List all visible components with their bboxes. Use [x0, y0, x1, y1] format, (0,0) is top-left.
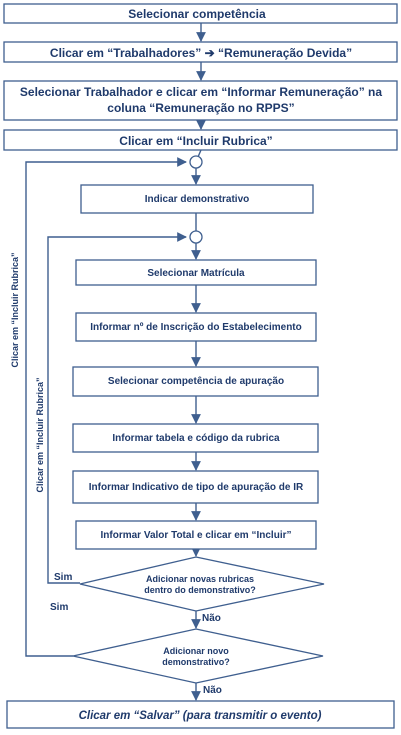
step-informar-tabela: Informar tabela e código da rubrica	[112, 433, 280, 444]
step-click-incluir-rubrica: Clicar em “Incluir Rubrica”	[119, 134, 272, 148]
step-box-selecionar-competencia-apuracao	[72, 366, 319, 397]
step-box-select-trabalhador	[3, 80, 398, 121]
step-box-select-competencia	[3, 3, 398, 24]
decision-novo-demonstrativo-line1: Adicionar novo	[163, 646, 229, 656]
step-box-informar-indicativo	[72, 470, 319, 504]
step-box-click-incluir-rubrica	[3, 129, 398, 151]
outer-loop-label: Clicar em “Incluir Rubrica”	[10, 252, 20, 367]
decision-novas-rubricas	[79, 556, 325, 612]
step-select-trabalhador-line1: Selecionar Trabalhador e clicar em “Info…	[20, 85, 382, 99]
step-box-informar-tabela	[72, 423, 319, 453]
step-select-trabalhador-line2: coluna “Remuneração no RPPS”	[107, 101, 294, 115]
step-box-informar-inscricao	[75, 312, 317, 342]
step-selecionar-matricula: Selecionar Matrícula	[147, 268, 245, 279]
junction-inner	[189, 230, 203, 244]
step-click-trabalhadores: Clicar em “Trabalhadores” ➔ “Remuneração…	[50, 46, 352, 60]
decision-novo-demonstrativo	[72, 628, 324, 684]
decision-novo-demonstrativo-line2: demonstrativo?	[162, 657, 230, 667]
inner-loop-label: Clicar em “Incluir Rubrica”	[35, 377, 45, 492]
step-indicar-demonstrativo: Indicar demonstrativo	[145, 194, 249, 205]
inner-loop-line	[47, 232, 187, 584]
step-box-click-trabalhadores	[3, 41, 398, 63]
branch-sim-outer: Sim	[50, 602, 68, 613]
connector	[197, 149, 202, 158]
step-selecionar-competencia-apuracao: Selecionar competência de apuração	[108, 376, 284, 387]
junction-outer	[189, 155, 203, 169]
step-informar-indicativo: Informar Indicativo de tipo de apuração …	[89, 482, 304, 493]
branch-nao-inner: Não	[202, 613, 221, 624]
outer-loop-line	[25, 157, 187, 657]
step-box-informar-valor	[75, 520, 317, 550]
branch-sim-inner: Sim	[54, 572, 72, 583]
branch-nao-outer: Não	[203, 685, 222, 696]
decision-novas-rubricas-line1: Adicionar novas rubricas	[146, 574, 254, 584]
decision-novas-rubricas-line2: dentro do demonstrativo?	[144, 585, 256, 595]
step-box-indicar-demonstrativo	[80, 184, 314, 214]
step-box-salvar	[6, 700, 395, 729]
step-select-competencia: Selecionar competência	[128, 7, 266, 21]
step-informar-inscricao: Informar nº de Inscrição do Estabelecime…	[90, 322, 301, 333]
step-salvar: Clicar em “Salvar” (para transmitir o ev…	[79, 710, 322, 722]
step-box-selecionar-matricula	[75, 259, 317, 286]
step-informar-valor: Informar Valor Total e clicar em “Inclui…	[101, 530, 292, 541]
